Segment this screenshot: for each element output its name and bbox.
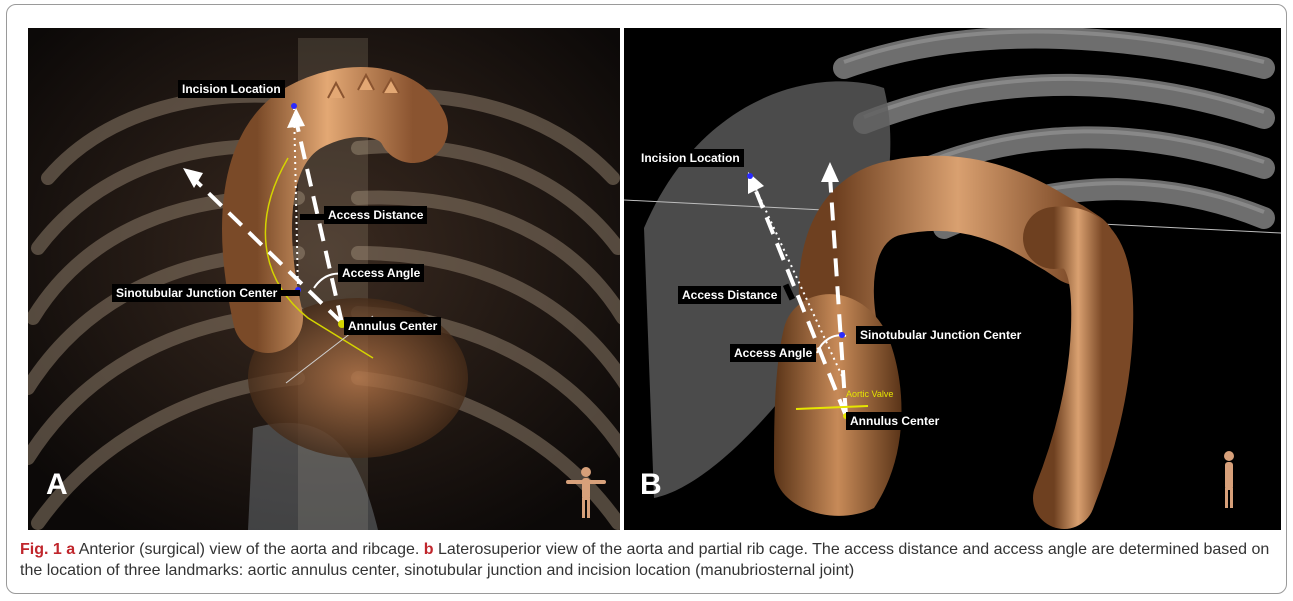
label-access-angle: Access Angle <box>730 344 816 362</box>
label-annulus-center: Annulus Center <box>846 412 943 430</box>
panel-a: Incision Location Access Distance Access… <box>28 28 620 530</box>
label-incision-location: Incision Location <box>178 80 285 98</box>
panel-a-letter: A <box>46 468 68 502</box>
caption-a-text: Anterior (surgical) view of the aorta an… <box>79 541 420 558</box>
label-sinotubular-junction-center: Sinotubular Junction Center <box>112 284 281 302</box>
panel-b-image <box>624 28 1281 530</box>
panel-b-letter: B <box>640 468 662 502</box>
label-annulus-center: Annulus Center <box>344 317 441 335</box>
panel-b: Incision Location Access Distance Access… <box>624 28 1281 530</box>
panel-a-image <box>28 28 620 530</box>
label-incision-location: Incision Location <box>637 149 744 167</box>
caption-a-letter: a <box>66 541 75 558</box>
label-aortic-valve: Aortic Valve <box>846 389 893 399</box>
caption-figure-label: Fig. 1 <box>20 541 62 558</box>
label-access-distance: Access Distance <box>324 206 427 224</box>
label-access-distance: Access Distance <box>678 286 781 304</box>
label-access-angle: Access Angle <box>338 264 424 282</box>
caption-b-letter: b <box>424 541 434 558</box>
figure-caption: Fig. 1 a Anterior (surgical) view of the… <box>20 539 1275 581</box>
label-sinotubular-junction-center: Sinotubular Junction Center <box>856 326 1025 344</box>
